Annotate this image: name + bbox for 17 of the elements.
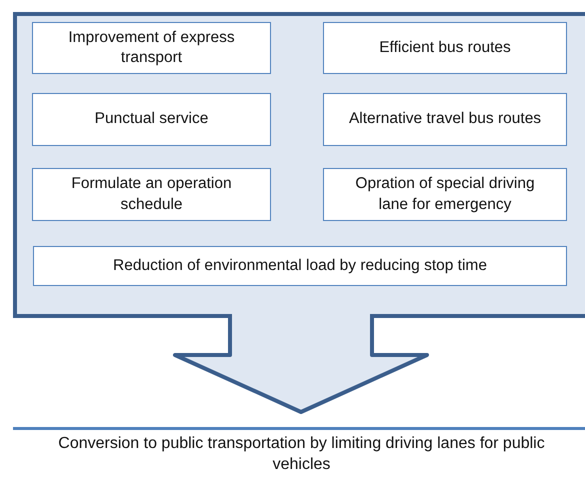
block-arrow <box>173 312 429 414</box>
measure-box <box>33 246 567 286</box>
measure-box <box>32 93 271 146</box>
measure-box <box>323 22 567 74</box>
measure-box <box>323 168 567 221</box>
node-text: Improvement of express transport <box>67 28 236 68</box>
group-panel <box>13 12 585 318</box>
node-text: Opration of special driving lane for emergency <box>354 174 536 214</box>
node-text: Efficient bus routes <box>379 38 511 58</box>
node-text: Punctual service <box>94 109 208 130</box>
measure-box <box>32 22 271 74</box>
node-text: Formulate an operation schedule <box>70 174 233 214</box>
node-text: Alternative travel bus routes <box>348 109 542 130</box>
node-text: Conversion to public transportation by limiting driving lanes for public vehicles <box>57 434 546 475</box>
measure-box <box>323 93 567 146</box>
node-text: Reduction of environmental load by reducing stop time <box>113 256 487 276</box>
measure-box <box>32 168 271 221</box>
